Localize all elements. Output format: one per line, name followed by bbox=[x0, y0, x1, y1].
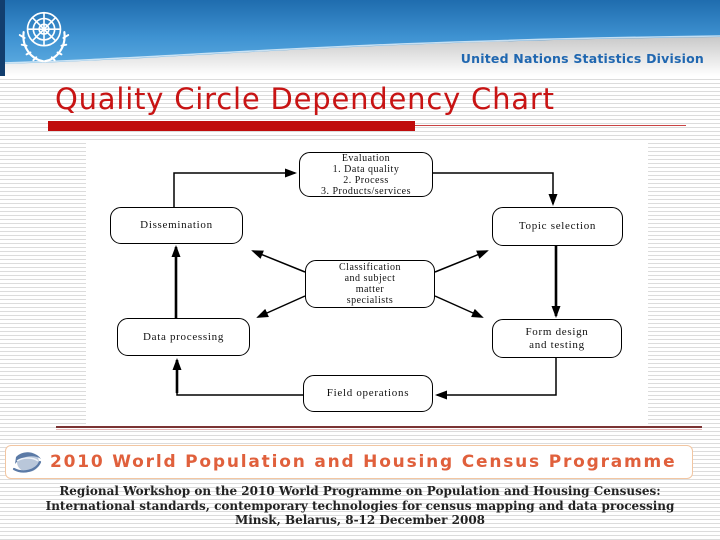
node-evaluation: Evaluation 1. Data quality 2. Process 3.… bbox=[299, 152, 433, 197]
edge-classification-to-dissemination bbox=[251, 250, 306, 273]
node-data-processing-label: Data processing bbox=[142, 330, 225, 343]
edge-field-operations-to-data-processing-h bbox=[176, 389, 303, 396]
footer-line-3: Minsk, Belarus, 8-12 December 2008 bbox=[234, 513, 486, 527]
program-banner-label: 2010 World Population and Housing Census… bbox=[50, 452, 677, 472]
node-evaluation-line-4: 3. Products/services bbox=[321, 185, 411, 197]
title-underline-bar bbox=[48, 121, 415, 131]
division-label: United Nations Statistics Division bbox=[460, 51, 704, 66]
edge-classification-to-data-processing bbox=[256, 295, 306, 318]
node-field-operations: Field operations bbox=[303, 375, 433, 412]
node-topic-selection: Topic selection bbox=[492, 207, 623, 246]
node-dissemination-label: Dissemination bbox=[140, 219, 213, 231]
workshop-footer: Regional Workshop on the 2010 World Prog… bbox=[0, 484, 720, 528]
dependency-diagram: Evaluation 1. Data quality 2. Process 3.… bbox=[86, 143, 648, 425]
census-globe-icon bbox=[12, 452, 42, 473]
node-classification-line-3: matter bbox=[355, 284, 385, 295]
node-form-design: Form design and testing bbox=[492, 319, 622, 358]
node-data-processing: Data processing bbox=[117, 318, 250, 356]
edge-classification-to-form-design bbox=[434, 295, 484, 318]
node-form-design-line-2: and testing bbox=[529, 338, 585, 351]
slide-title: Quality Circle Dependency Chart bbox=[55, 82, 555, 116]
diagram-arrows bbox=[171, 168, 561, 400]
node-topic-selection-label: Topic selection bbox=[518, 220, 597, 232]
un-banner: United Nations Statistics Division bbox=[0, 0, 720, 76]
un-emblem-icon bbox=[18, 11, 70, 63]
node-form-design-line-1: Form design bbox=[525, 325, 589, 338]
node-evaluation-line-2: 1. Data quality bbox=[332, 163, 400, 175]
program-banner: 2010 World Population and Housing Census… bbox=[5, 445, 693, 479]
node-evaluation-line-1: Evaluation bbox=[341, 152, 391, 164]
node-classification-line-4: specialists bbox=[346, 295, 394, 306]
edge-evaluation-to-topic-selection bbox=[433, 172, 558, 206]
edge-classification-to-topic-selection bbox=[434, 250, 489, 273]
node-dissemination: Dissemination bbox=[110, 207, 243, 244]
node-classification-line-1: Classification bbox=[339, 262, 401, 273]
footer-line-2: International standards, contemporary te… bbox=[45, 498, 675, 513]
node-classification: Classification and subject matter specia… bbox=[305, 260, 435, 308]
separator-line-light bbox=[56, 429, 702, 430]
title-underline-thin bbox=[415, 125, 686, 126]
edge-dissemination-to-evaluation bbox=[173, 168, 297, 207]
edge-form-design-to-field-operations bbox=[435, 358, 557, 400]
footer-line-1: Regional Workshop on the 2010 World Prog… bbox=[59, 484, 661, 498]
node-classification-line-2: and subject bbox=[344, 273, 396, 284]
node-evaluation-line-3: 2. Process bbox=[343, 174, 389, 186]
banner-background bbox=[0, 0, 720, 76]
node-field-operations-label: Field operations bbox=[326, 387, 410, 399]
separator-line bbox=[56, 426, 702, 428]
